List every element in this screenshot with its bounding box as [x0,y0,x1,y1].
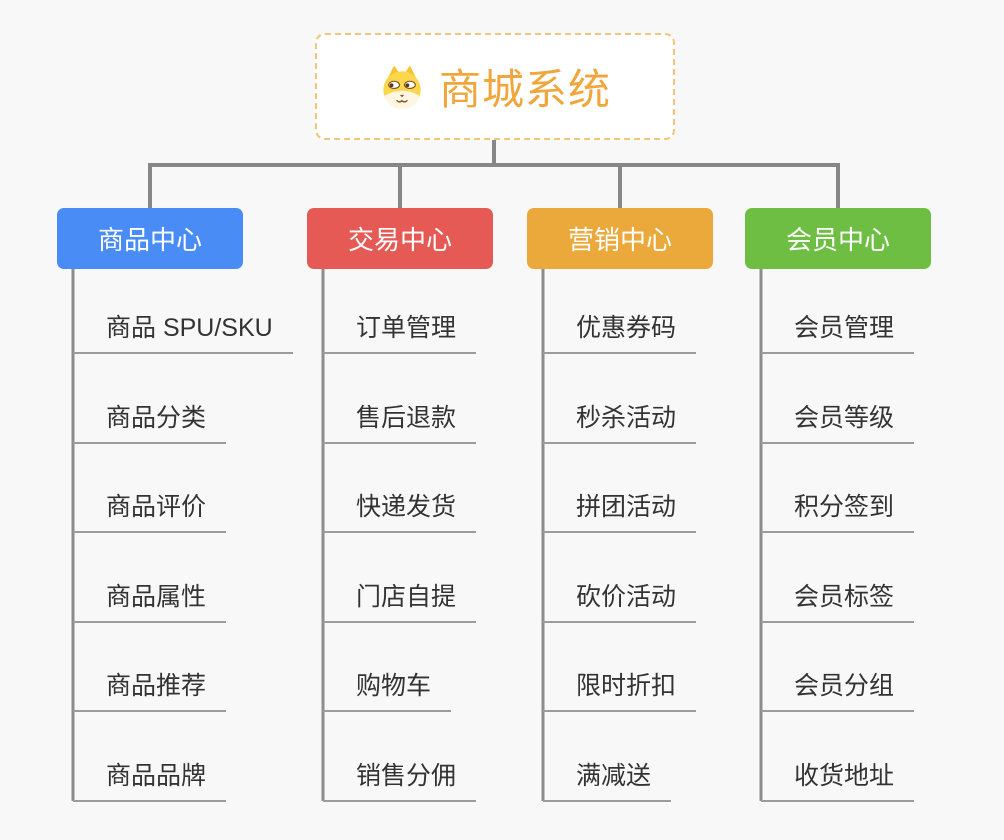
leaf-node[interactable]: 会员管理 [761,312,915,354]
leaf-node[interactable]: 购物车 [323,670,452,712]
branch-header-product-center[interactable]: 商品中心 [57,208,243,269]
branch-label: 营销中心 [567,225,672,255]
leaf-node[interactable]: 砍价活动 [543,581,697,623]
leaf-node[interactable]: 优惠券码 [543,312,697,354]
leaf-node[interactable]: 商品推荐 [73,670,227,712]
leaf-node[interactable]: 商品 SPU/SKU [73,312,293,354]
leaf-node[interactable]: 商品品牌 [73,760,227,802]
leaf-node[interactable]: 商品分类 [73,402,227,444]
branch-label: 商品中心 [97,225,202,255]
leaf-node[interactable]: 售后退款 [323,402,477,444]
leaf-node[interactable]: 秒杀活动 [543,402,697,444]
leaf-node[interactable]: 商品属性 [73,581,227,623]
leaf-node[interactable]: 会员分组 [761,670,915,712]
root-node[interactable]: 商城系统 [315,33,675,140]
leaf-node[interactable]: 订单管理 [323,312,477,354]
leaf-node[interactable]: 积分签到 [761,491,915,533]
leaf-node[interactable]: 会员标签 [761,581,915,623]
leaf-node[interactable]: 会员等级 [761,402,915,444]
leaf-node[interactable]: 拼团活动 [543,491,697,533]
leaf-node[interactable]: 快递发货 [323,491,477,533]
root-title: 商城系统 [438,66,611,113]
branch-header-member-center[interactable]: 会员中心 [745,208,931,269]
leaf-node[interactable]: 满减送 [543,760,672,802]
leaf-node[interactable]: 收货地址 [761,760,915,802]
branch-label: 会员中心 [785,225,890,255]
leaf-node[interactable]: 商品评价 [73,491,227,533]
leaf-node[interactable]: 限时折扣 [543,670,697,712]
dog-face-icon [383,64,421,109]
branch-header-trade-center[interactable]: 交易中心 [307,208,493,269]
leaf-node[interactable]: 销售分佣 [323,760,477,802]
branch-header-marketing-center[interactable]: 营销中心 [527,208,713,269]
leaf-node[interactable]: 门店自提 [323,581,477,623]
branch-label: 交易中心 [347,225,452,255]
